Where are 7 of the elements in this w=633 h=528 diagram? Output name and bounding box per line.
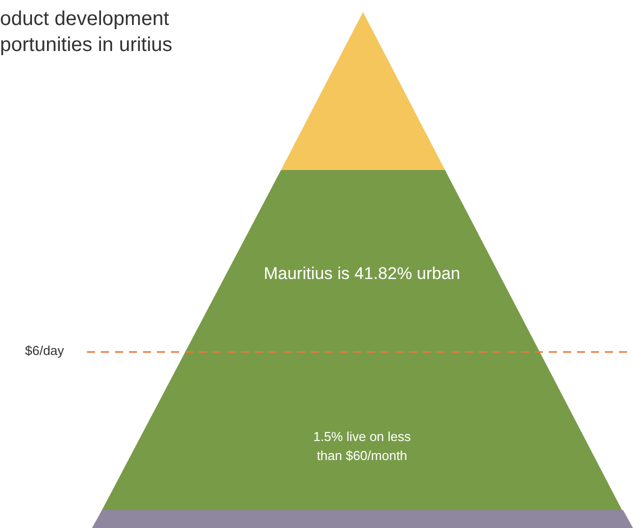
- pyramid-top: [281, 12, 445, 170]
- tier-text: Mauritius is 41.82% urban: [262, 263, 462, 285]
- tier-text: 1.5% live on less than $60/month: [312, 428, 412, 465]
- threshold-label: $6/day: [25, 343, 64, 358]
- title: oduct development portunities in uritius: [0, 7, 174, 58]
- pyramid-base: [92, 510, 633, 528]
- pyramid-tier: [102, 170, 622, 510]
